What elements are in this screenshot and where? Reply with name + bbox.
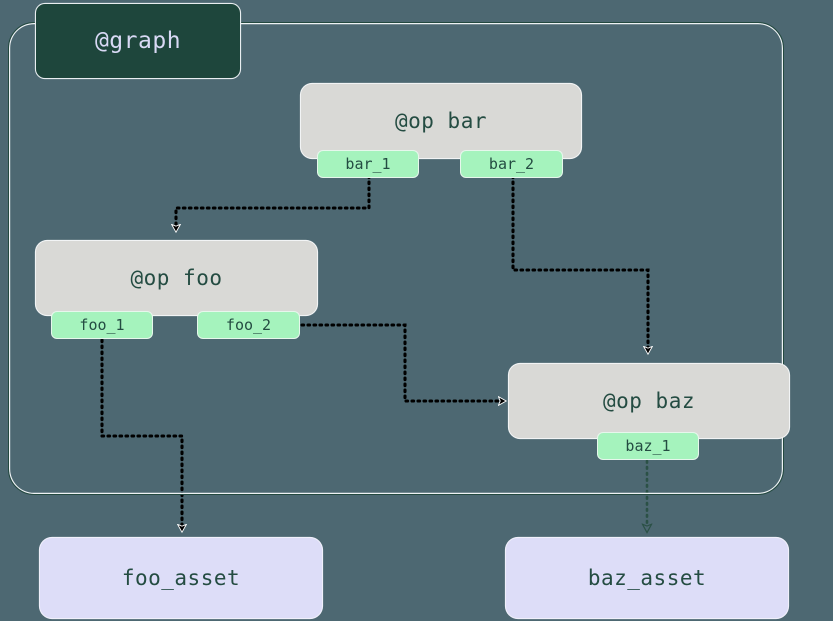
port-foo_2[interactable]: foo_2 (198, 312, 299, 338)
op-node-baz-title: @op baz (602, 389, 695, 413)
op-node-bar[interactable]: @op bar (301, 84, 581, 158)
port-foo_1[interactable]: foo_1 (52, 312, 152, 338)
port-bar_2-label: bar_2 (488, 155, 535, 173)
asset-node-foo_asset[interactable]: foo_asset (40, 538, 322, 618)
op-node-foo-title: @op foo (130, 266, 223, 290)
port-foo_1-label: foo_1 (79, 316, 125, 334)
asset-node-baz_asset[interactable]: baz_asset (506, 538, 788, 618)
port-bar_2[interactable]: bar_2 (461, 151, 562, 177)
port-bar_1-label: bar_1 (345, 155, 391, 173)
port-foo_2-label: foo_2 (225, 316, 272, 334)
cluster-label-graph[interactable]: @graph (36, 4, 240, 78)
op-node-bar-title: @op bar (394, 109, 487, 133)
port-baz_1[interactable]: baz_1 (598, 433, 698, 459)
asset-node-foo_asset-label: foo_asset (121, 566, 241, 590)
op-node-baz[interactable]: @op baz (509, 364, 789, 438)
port-baz_1-label: baz_1 (625, 437, 671, 455)
graph-cluster[interactable] (8, 22, 784, 495)
asset-node-baz_asset-label: baz_asset (587, 566, 707, 590)
cluster-label-text: @graph (94, 28, 182, 54)
op-node-foo[interactable]: @op foo (36, 241, 317, 315)
port-bar_1[interactable]: bar_1 (318, 151, 418, 177)
